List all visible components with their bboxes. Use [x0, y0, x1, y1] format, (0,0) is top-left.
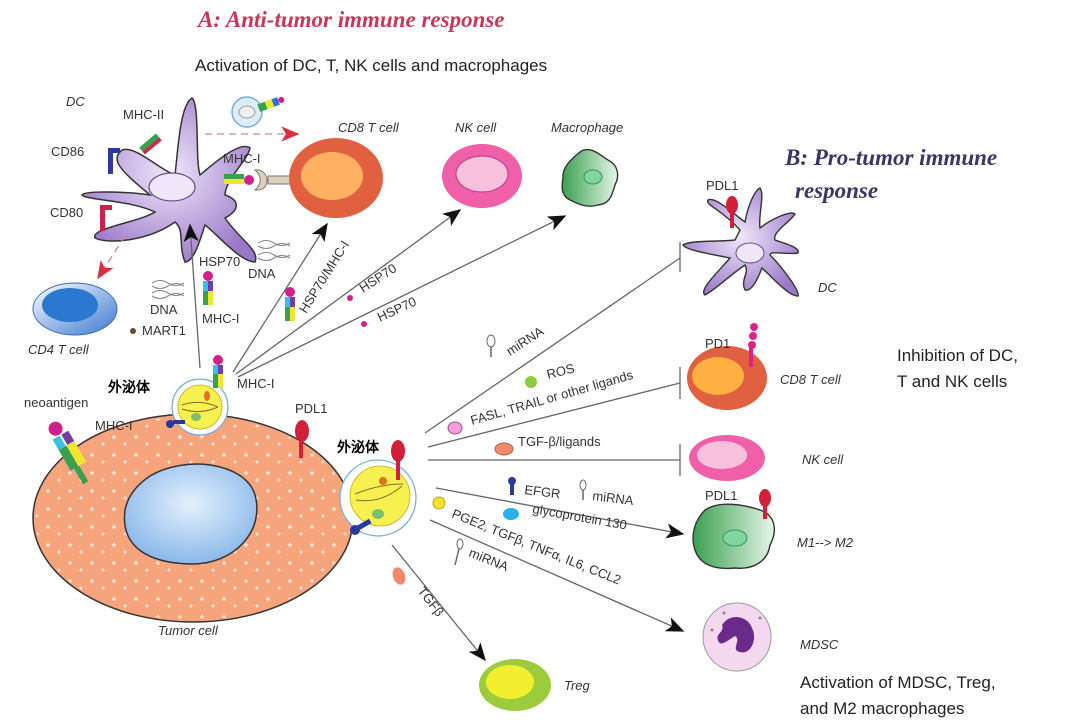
section-a-subtitle: Activation of DC, T, NK cells and macrop… [195, 56, 547, 75]
cd8-label-b: CD8 T cell [780, 372, 842, 387]
dna-label-a: DNA [150, 302, 178, 317]
exosome-label-right: 外泌体 [337, 439, 380, 456]
to-macrophage-m2-arrow [435, 487, 685, 539]
inhibition-line2: T and NK cells [897, 372, 1007, 391]
hsp70-label-b: HSP70 [356, 260, 399, 295]
dc-label-a: DC [66, 94, 85, 109]
cd80-label: CD80 [50, 205, 83, 220]
tgfb-icon [392, 567, 406, 585]
cd86-label: CD86 [51, 144, 84, 159]
inhibition-line1: Inhibition of DC, [897, 346, 1018, 365]
pge2-icon [432, 496, 446, 510]
mirna-label-1: miRNA [503, 323, 546, 358]
exosome-to-dc-arrow [183, 223, 201, 369]
mirna-label-3: miRNA [467, 545, 511, 574]
fasl-icon [447, 421, 463, 435]
pd1-label: PD1 [705, 336, 730, 351]
hsp70-mhc1-label: HSP70/MHC-I [296, 238, 352, 316]
nk-cell-a [442, 144, 522, 208]
treg-label: Treg [564, 678, 591, 693]
dendritic-cell-a [81, 97, 305, 263]
mirna-label-2: miRNA [592, 488, 635, 508]
pdl1-macrophage-label: PDL1 [705, 488, 738, 503]
activation-line2: and M2 macrophages [800, 699, 964, 718]
exosome-top [166, 355, 229, 436]
section-b-title-line1: B: Pro-tumor immune [784, 145, 997, 170]
exosome-label-top: 外泌体 [108, 379, 151, 396]
to-mdsc-arrow [429, 519, 685, 632]
inhibit-cd8-line [427, 382, 681, 448]
dna-label-b: DNA [248, 266, 276, 281]
dc-to-cd4-arrow [97, 235, 126, 280]
mhc1-label-a: MHC-I [202, 311, 240, 326]
mirna-icon [486, 334, 496, 357]
glycoprotein-icon [503, 508, 519, 520]
neoantigen-label: neoantigen [24, 395, 88, 410]
nk-label-a: NK cell [455, 120, 497, 135]
to-treg-arrow [391, 544, 486, 662]
mhc1-tumor-label: MHC-I [95, 418, 133, 433]
mhc2-label: MHC-II [123, 107, 164, 122]
ros-label: ROS [545, 360, 576, 381]
efgr-label: EFGR [524, 482, 562, 501]
dc-label-b: DC [818, 280, 837, 295]
gp130-label: glycoprotein 130 [531, 501, 628, 532]
mhc1-molecule-icon [203, 271, 213, 305]
exosome-to-cd8-arrow [232, 222, 328, 373]
mhc1-exosome-label: MHC-I [237, 376, 275, 391]
treg-cell [479, 659, 551, 711]
mdsc-cell [702, 602, 772, 672]
inhibit-dc-line [424, 257, 681, 434]
activation-line1: Activation of MDSC, Treg, [800, 673, 996, 692]
mirna-icon [454, 538, 464, 566]
pdl1-tumor-label: PDL1 [295, 401, 328, 416]
dna-icon [151, 239, 291, 300]
mdsc-label: MDSC [800, 637, 839, 652]
cd8-t-cell-a [289, 138, 383, 218]
cd4-t-cell [32, 282, 118, 336]
exosome-to-macrophage-arrow [237, 215, 567, 378]
cd4-label: CD4 T cell [28, 342, 90, 357]
macrophage-label: Macrophage [551, 120, 623, 135]
mirna-icon [579, 479, 587, 500]
ros-icon [525, 376, 537, 388]
mart1-dot-icon [130, 328, 136, 334]
hsp70-dot-icon [361, 321, 367, 327]
cd8-label-a: CD8 T cell [338, 120, 400, 135]
tgfb-label: TGFβ [415, 584, 447, 620]
tgf-ligands-label: TGF-β/ligands [518, 434, 601, 449]
exosome-to-nk-arrow [235, 209, 462, 375]
hsp70-label-a: HSP70 [199, 254, 240, 269]
hsp70-dot-icon [347, 295, 353, 301]
mhc1-molecule-icon [285, 287, 295, 321]
efgr-icon [508, 477, 516, 495]
nk-cell-b [689, 435, 765, 481]
section-b-title-line2: response [795, 178, 878, 203]
pdl1-dc-label: PDL1 [706, 178, 739, 193]
m1-m2-label: M1--> M2 [797, 535, 854, 550]
exosome-right [339, 440, 417, 537]
nk-label-b: NK cell [802, 452, 844, 467]
macrophage-m2 [692, 489, 776, 570]
tumor-cell-label: Tumor cell [158, 623, 219, 638]
dendritic-cell-b [682, 187, 799, 297]
macrophage-a [561, 148, 619, 207]
tgf-beta-icon [494, 442, 514, 456]
tumor-cell [32, 413, 354, 623]
mhc1-dc-label: MHC-I [223, 151, 261, 166]
mart1-label: MART1 [142, 323, 186, 338]
exosome-transfer-icon [231, 96, 285, 128]
section-a-title: A: Anti-tumor immune response [196, 7, 505, 32]
cd8-t-cell-b [687, 323, 767, 410]
